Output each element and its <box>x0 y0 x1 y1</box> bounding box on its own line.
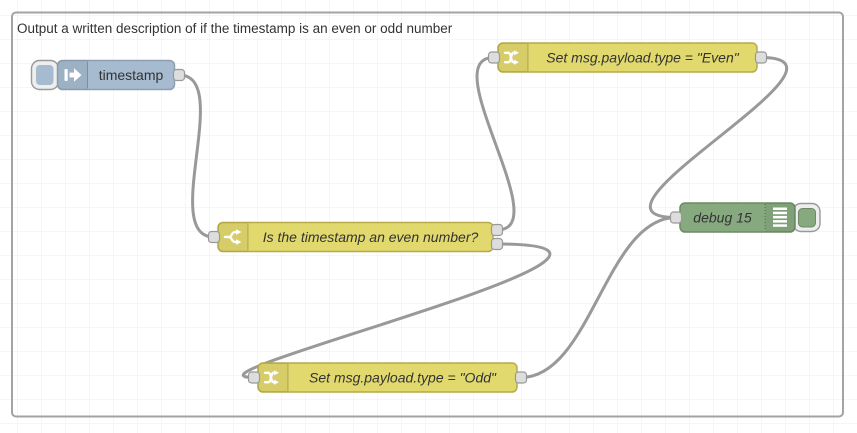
node-debug-15: debug 15 <box>669 202 821 233</box>
inject-arrow-icon <box>64 68 82 82</box>
switch-node-label: Is the timestamp an even number? <box>263 229 479 245</box>
debug-toggle-button-inner <box>798 208 816 228</box>
node-inject-timestamp: timestamp <box>30 59 186 91</box>
wire-switch-to-change-even[interactable] <box>475 56 516 232</box>
group-border[interactable] <box>11 11 844 418</box>
switch-output-port-1[interactable] <box>490 223 504 237</box>
node-change-even: Set msg.payload.type = "Even" <box>487 42 768 73</box>
wires <box>177 56 789 379</box>
change-odd-output-port[interactable] <box>514 371 528 384</box>
change-odd-input-port[interactable] <box>247 371 261 384</box>
switch-fork-icon <box>223 229 242 245</box>
change-even-node-label: Set msg.payload.type = "Even" <box>546 50 739 66</box>
inject-node-label: timestamp <box>99 67 164 83</box>
change-even-output-port[interactable] <box>754 51 768 64</box>
wire-switch-to-change-odd[interactable] <box>241 242 552 379</box>
debug-list-icon <box>773 207 787 227</box>
debug-input-port[interactable] <box>669 211 683 224</box>
inject-run-button-inner <box>36 65 54 85</box>
wire-inject-to-switch[interactable] <box>177 73 216 239</box>
switch-input-port[interactable] <box>207 230 221 244</box>
node-change-odd: Set msg.payload.type = "Odd" <box>247 362 528 393</box>
wire-change-even-to-debug[interactable] <box>648 56 789 219</box>
switch-output-port-2[interactable] <box>490 237 504 251</box>
swap-arrows-icon <box>263 370 279 385</box>
node-switch-even-check: Is the timestamp an even number? <box>207 221 504 253</box>
swap-arrows-icon <box>503 50 519 65</box>
change-even-input-port[interactable] <box>487 51 501 64</box>
debug-node-label: debug 15 <box>693 210 752 226</box>
change-even-icon-shade <box>498 43 528 72</box>
change-odd-icon-shade <box>258 363 288 392</box>
inject-output-port[interactable] <box>172 68 186 82</box>
change-odd-node-label: Set msg.payload.type = "Odd" <box>309 370 497 386</box>
flow-group: Output a written description of if the t… <box>11 11 844 418</box>
group-label: Output a written description of if the t… <box>17 21 453 36</box>
wire-change-odd-to-debug[interactable] <box>519 216 678 379</box>
switch-icon-shade <box>218 222 248 252</box>
